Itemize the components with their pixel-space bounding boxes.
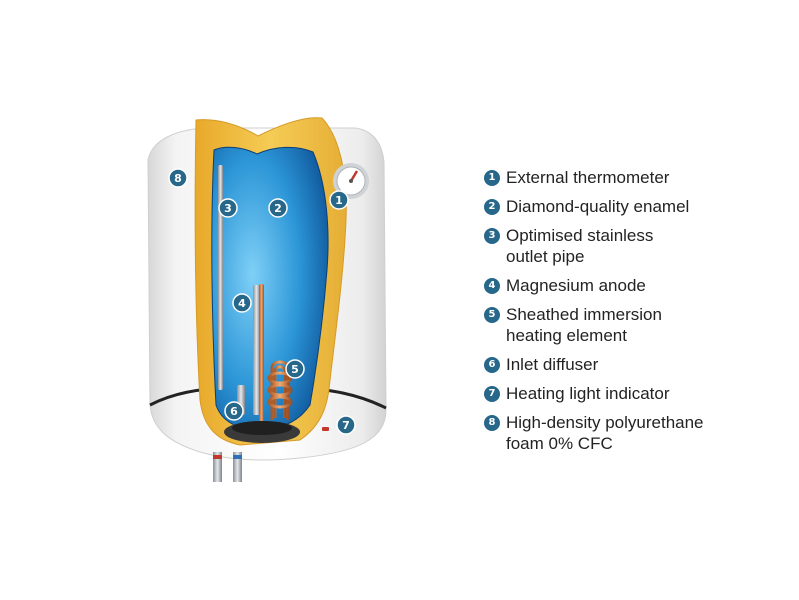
magnesium-anode [253,285,260,415]
legend-number-badge: 8 [484,415,500,431]
marker-1: 1 [329,190,349,210]
bottom-flange [224,421,300,443]
marker-2: 2 [268,198,288,218]
legend-number-badge: 1 [484,170,500,186]
legend-label: Sheathed immersion heating element [506,305,662,345]
legend-number-badge: 2 [484,199,500,215]
svg-text:4: 4 [238,297,246,310]
legend-item-8: 8 High-density polyurethane foam 0% CFC [484,412,784,454]
legend-label: Heating light indicator [506,384,670,403]
marker-5: 5 [285,359,305,379]
legend-label: Diamond-quality enamel [506,197,690,216]
legend-item-5: 5 Sheathed immersion heating element [484,304,784,346]
external-thermometer [333,163,369,199]
marker-6: 6 [224,401,244,421]
legend-label: Inlet diffuser [506,355,599,374]
legend-number-badge: 3 [484,228,500,244]
legend-item-6: 6 Inlet diffuser [484,354,784,375]
svg-text:6: 6 [230,405,238,418]
svg-text:7: 7 [342,419,350,432]
legend-item-1: 1 External thermometer [484,167,784,188]
legend-number-badge: 6 [484,357,500,373]
svg-text:2: 2 [274,202,282,215]
marker-8: 8 [168,168,188,188]
svg-text:8: 8 [174,172,182,185]
enamel-tank [211,146,329,431]
legend-number-badge: 4 [484,278,500,294]
legend-label: External thermometer [506,168,670,187]
svg-text:1: 1 [335,194,343,207]
marker-7: 7 [336,415,356,435]
outlet-pipe [218,165,223,390]
copper-rod [259,284,264,424]
legend: 1 External thermometer 2 Diamond-quality… [484,167,784,462]
legend-item-4: 4 Magnesium anode [484,275,784,296]
legend-label: High-density polyurethane foam 0% CFC [506,413,704,453]
svg-text:5: 5 [291,363,299,376]
svg-text:3: 3 [224,202,232,215]
water-pipes [213,452,242,482]
legend-item-2: 2 Diamond-quality enamel [484,196,784,217]
legend-number-badge: 5 [484,307,500,323]
legend-item-7: 7 Heating light indicator [484,383,784,404]
heating-light-indicator [322,427,329,431]
marker-4: 4 [232,293,252,313]
marker-3: 3 [218,198,238,218]
legend-item-3: 3 Optimised stainless outlet pipe [484,225,784,267]
legend-number-badge: 7 [484,386,500,402]
legend-label: Magnesium anode [506,276,646,295]
legend-label: Optimised stainless outlet pipe [506,226,654,266]
